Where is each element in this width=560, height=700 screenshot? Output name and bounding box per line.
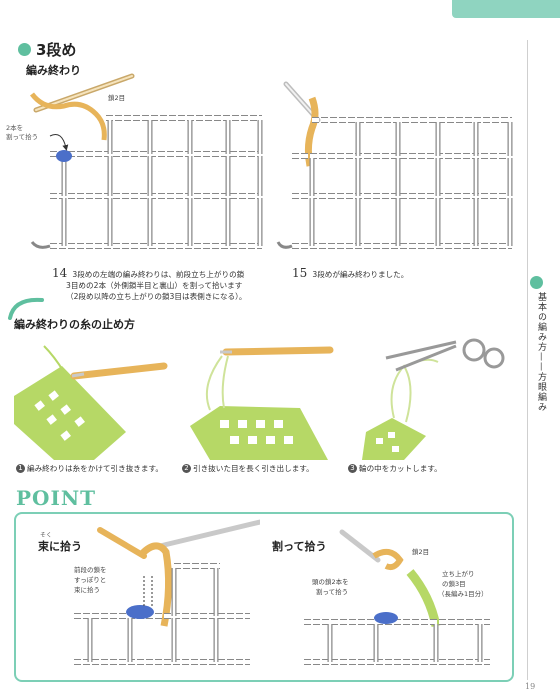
photo-step-1	[14, 336, 172, 460]
header-tab	[452, 0, 560, 18]
diagram-step-15	[276, 81, 513, 249]
sidebar-dot-icon	[530, 276, 543, 289]
diagram-point-right	[304, 529, 490, 665]
section-dot-icon	[18, 43, 31, 56]
point-right-note-2: 割って拾う	[316, 588, 349, 596]
point-left-note-1: 前段の鎖を	[74, 566, 107, 574]
point-right-note-1: 頭の鎖2本を	[312, 578, 349, 586]
page-number: 19	[525, 682, 536, 691]
caption-1-text: 編み終わりは糸をかけて引き抜きます。	[27, 464, 163, 473]
step-15-number: 15	[292, 266, 308, 280]
point-right-chain2: 鎖2目	[412, 548, 430, 556]
diagram-point-left	[74, 519, 260, 665]
step-15-text: 3段めが編み終わりました。	[312, 270, 409, 279]
caption-3-number: 3	[348, 464, 357, 473]
step-14-line1: 3段めの左端の編み終わりは、前段立ち上がりの鎖	[72, 270, 245, 279]
step-15-caption: 15 3段めが編み終わりました。	[292, 262, 492, 281]
step-14-caption: 14 3段めの左端の編み終わりは、前段立ち上がりの鎖 3目めの2本（外側鎖半目と…	[52, 262, 274, 302]
fastening-swoosh-icon	[8, 297, 44, 320]
step-14-line3: （2段め以降の立ち上がりの鎖3目は表側きになる）。	[66, 291, 247, 301]
sidebar-rule	[527, 40, 528, 680]
point-right-rise-2: の鎖3目	[442, 580, 466, 588]
step-14-number: 14	[52, 266, 68, 280]
diagram-step-14	[30, 73, 263, 249]
finish-label: 編み終わり	[26, 64, 81, 77]
caption-1-number: 1	[16, 464, 25, 473]
point-left-heading: 束に拾う	[38, 540, 82, 553]
point-title: POINT	[16, 486, 96, 510]
photo-step-2	[180, 336, 338, 460]
section-title: 3段め	[36, 41, 77, 59]
fastening-title: 編み終わりの糸の止め方	[14, 318, 135, 331]
callout-two-strands: 2本を 割って拾う	[6, 124, 39, 141]
point-left-ruby: そく	[40, 532, 53, 539]
caption-2-text: 引き抜いた目を長く引き出します。	[193, 464, 314, 473]
step-14-line2: 3目めの2本（外側鎖半目と裏山）を割って拾います	[66, 281, 243, 290]
point-right-rise-3: （長編み1目分）	[438, 590, 488, 598]
point-left-note-2: すっぽりと	[74, 576, 107, 584]
point-right-heading: 割って拾う	[272, 540, 327, 553]
caption-3-text: 輪の中をカットします。	[359, 464, 442, 473]
point-right-rise-1: 立ち上がり	[442, 570, 475, 578]
callout-chain2: 鎖2目	[108, 94, 126, 102]
point-left-note-3: 束に拾う	[74, 586, 100, 594]
sidebar-tab-text: 基本の編み方——方眼編み	[536, 292, 546, 412]
photo-step-3	[346, 336, 506, 460]
caption-2-number: 2	[182, 464, 191, 473]
